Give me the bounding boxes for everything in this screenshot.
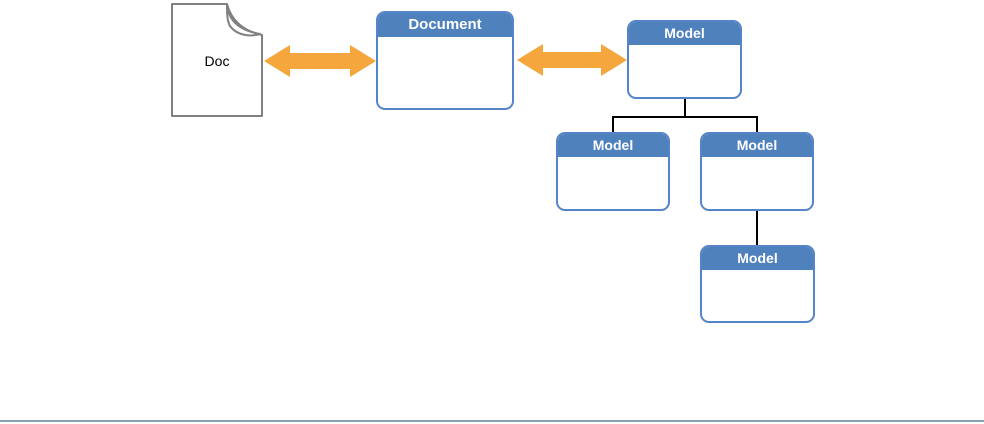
doc-shape-label: Doc (204, 53, 230, 69)
node-model-grandchild-header: Model (702, 247, 813, 272)
node-model-child-right-label: Model (736, 137, 778, 153)
double-arrow-doc-document-icon (264, 45, 376, 77)
node-model-child-left-label: Model (592, 137, 634, 153)
node-model-child-right-header: Model (702, 134, 812, 159)
node-model-root-label: Model (664, 25, 705, 41)
node-document-label: Document (408, 16, 482, 33)
node-model-root-header: Model (629, 22, 740, 47)
node-model-child-right: Model (700, 132, 814, 211)
node-model-grandchild: Model (700, 245, 815, 323)
node-model-child-left: Model (556, 132, 670, 211)
bottom-rule (0, 420, 984, 422)
node-document: Document (376, 11, 514, 110)
double-arrow-document-model-icon (517, 44, 627, 76)
tree-connector-lines (612, 99, 758, 245)
node-model-grandchild-label: Model (737, 250, 778, 266)
doc-page-fold-icon (226, 3, 261, 37)
node-document-header: Document (378, 13, 512, 39)
node-model-root: Model (627, 20, 742, 99)
node-model-child-left-header: Model (558, 134, 668, 159)
